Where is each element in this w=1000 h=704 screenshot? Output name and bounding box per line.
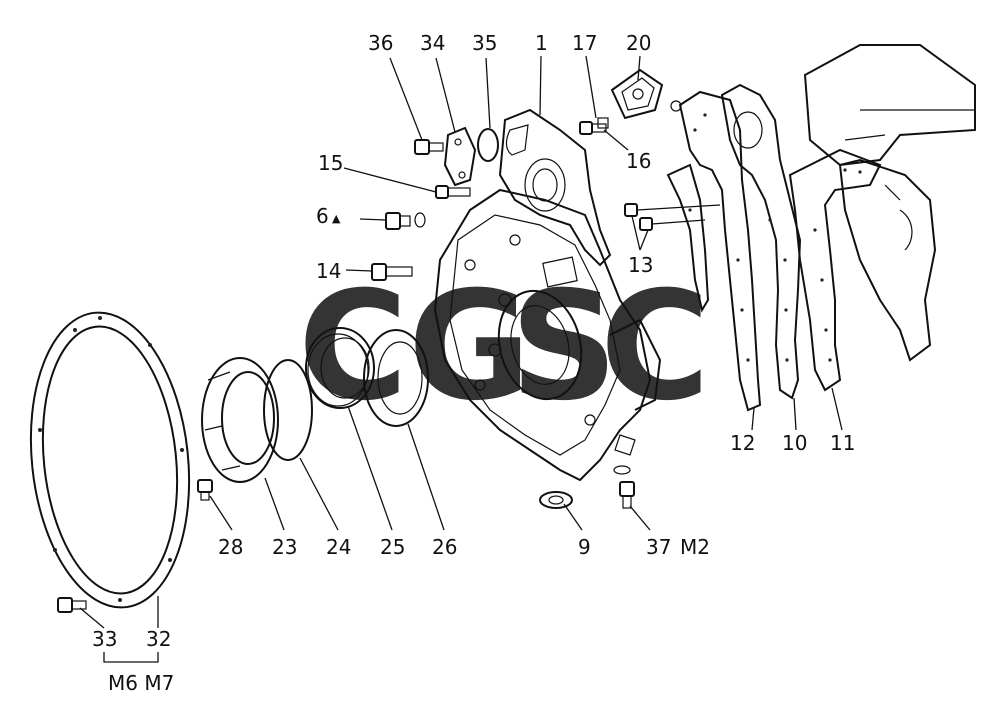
- callout-35: 35: [472, 31, 497, 55]
- plug-6: [385, 212, 426, 230]
- callout-17: 17: [572, 31, 597, 55]
- watermark-letter-2: G: [408, 260, 531, 434]
- callout-24: 24: [326, 535, 351, 559]
- callout-28: 28: [218, 535, 243, 559]
- callout-14: 14: [316, 259, 341, 283]
- cover-ring-32: [29, 311, 191, 609]
- gasket-12: [666, 90, 762, 412]
- bolt-17: [579, 117, 609, 135]
- engine-block: [803, 44, 976, 362]
- bolts-13: [624, 203, 721, 231]
- callout-20: 20: [626, 31, 651, 55]
- watermark-letter-1: C: [298, 260, 408, 434]
- seal-25: [305, 327, 375, 409]
- watermark: C G S C: [298, 260, 710, 434]
- o-ring-35: [477, 128, 499, 162]
- cover-20: [610, 68, 682, 120]
- plate-34: [443, 126, 477, 187]
- callout-11: 11: [830, 431, 855, 455]
- bolt-37: [613, 465, 635, 509]
- bolt-14: [371, 263, 413, 281]
- callout-34: 34: [420, 31, 445, 55]
- callout-25: 25: [380, 535, 405, 559]
- seal-carrier-23: [201, 357, 279, 483]
- gasket-10: [720, 83, 802, 400]
- bolt-33: [57, 597, 87, 613]
- callout-15: 15: [318, 151, 343, 175]
- callout-16: 16: [626, 149, 651, 173]
- callout-9: 9: [578, 535, 591, 559]
- flywheel-housing: [433, 188, 662, 482]
- gasket-11: [788, 148, 882, 392]
- leader-lines: [79, 55, 843, 663]
- callout-10: 10: [782, 431, 807, 455]
- o-ring-24: [263, 359, 313, 461]
- callout-37: 37: [646, 535, 671, 559]
- seal-26: [363, 329, 429, 427]
- timing-cover-1: [498, 108, 612, 267]
- watermark-letter-4: C: [600, 260, 710, 434]
- callout-12: 12: [730, 431, 755, 455]
- callout-23: 23: [272, 535, 297, 559]
- callout-26: 26: [432, 535, 457, 559]
- gasket-9: [539, 491, 573, 509]
- callout-32: 32: [146, 627, 171, 651]
- callout-36: 36: [368, 31, 393, 55]
- callout-1: 1: [535, 31, 548, 55]
- bolt-15: [435, 185, 471, 199]
- callout-13: 13: [628, 253, 653, 277]
- marker-triangle: ▲: [332, 212, 341, 225]
- watermark-letter-3: S: [510, 260, 618, 434]
- callout-6: 6: [316, 204, 329, 228]
- callout-37-suffix: M2: [680, 535, 710, 559]
- plug-28: [197, 479, 213, 501]
- group-label-m6-m7: M6 M7: [108, 671, 174, 695]
- bolt-36: [414, 139, 444, 155]
- callout-33: 33: [92, 627, 117, 651]
- callout-labels: 36 34 35 1 17 20 16 15 6 ▲ 14 13 12 10 1…: [92, 31, 855, 695]
